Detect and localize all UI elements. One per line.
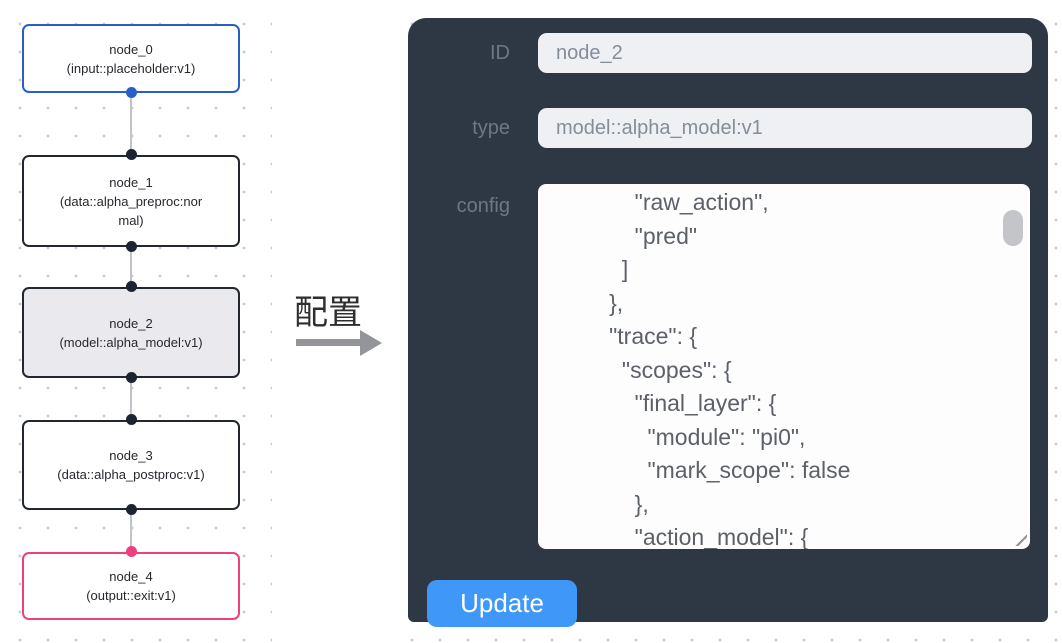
id-field-label: ID (490, 42, 510, 64)
arrow-shaft (296, 339, 362, 346)
node-handle-target-node_1[interactable] (126, 149, 137, 160)
node-subtitle: (input::placeholder:v1) (66, 60, 196, 76)
node-subtitle: (data::alpha_postproc:v1) (57, 467, 205, 482)
flow-node-node_0[interactable]: node_0 (input::placeholder:v1) (22, 24, 240, 93)
flow-node-node_1[interactable]: node_1 (data::alpha_preproc:normal) (22, 155, 240, 247)
arrow-head (360, 330, 382, 356)
node-title: node_2 (109, 315, 153, 331)
node-title: node_4 (109, 569, 153, 584)
node-handle-target-node_2[interactable] (126, 281, 137, 292)
node-title: node_0 (109, 41, 153, 57)
update-button[interactable]: Update (427, 580, 577, 627)
flow-edge[interactable] (130, 510, 132, 552)
type-field-label: type (472, 117, 510, 139)
node-title: node_3 (109, 448, 153, 463)
flow-edge[interactable] (130, 93, 132, 155)
node-config-panel: ID type config "raw_action", "pred" ] },… (408, 18, 1048, 627)
flow-edge[interactable] (130, 378, 132, 420)
node-handle-target-node_4[interactable] (126, 546, 137, 557)
node-handle-source-node_0[interactable] (126, 87, 137, 98)
flow-node-node_3[interactable]: node_3 (data::alpha_postproc:v1) (22, 420, 240, 510)
node-subtitle: (data::alpha_preproc:normal) (59, 193, 203, 228)
node-title: node_1 (109, 174, 153, 190)
node-subtitle: (output::exit:v1) (86, 588, 176, 603)
node-handle-source-node_3[interactable] (126, 504, 137, 515)
node-subtitle: (model::alpha_model:v1) (59, 334, 203, 350)
node-handle-target-node_3[interactable] (126, 414, 137, 425)
id-input[interactable] (538, 33, 1032, 73)
right-arrow-icon (296, 330, 386, 358)
config-annotation-label: 配置 (294, 294, 362, 332)
config-editor: "raw_action", "pred" ] }, "trace": { "sc… (538, 184, 1030, 549)
node-handle-source-node_2[interactable] (126, 372, 137, 383)
config-textarea[interactable]: "raw_action", "pred" ] }, "trace": { "sc… (538, 184, 1030, 549)
node-handle-source-node_1[interactable] (126, 241, 137, 252)
scrollbar-thumb[interactable] (1003, 210, 1023, 246)
flow-canvas[interactable]: node_0 (input::placeholder:v1) node_1 (d… (0, 0, 272, 643)
flow-node-node_4[interactable]: node_4 (output::exit:v1) (22, 552, 240, 620)
config-field-label: config (456, 195, 510, 217)
flow-edge[interactable] (130, 247, 132, 287)
config-annotation: 配置 (294, 295, 362, 331)
type-input[interactable] (538, 108, 1032, 148)
flow-node-node_2-selected[interactable]: node_2 (model::alpha_model:v1) (22, 287, 240, 378)
